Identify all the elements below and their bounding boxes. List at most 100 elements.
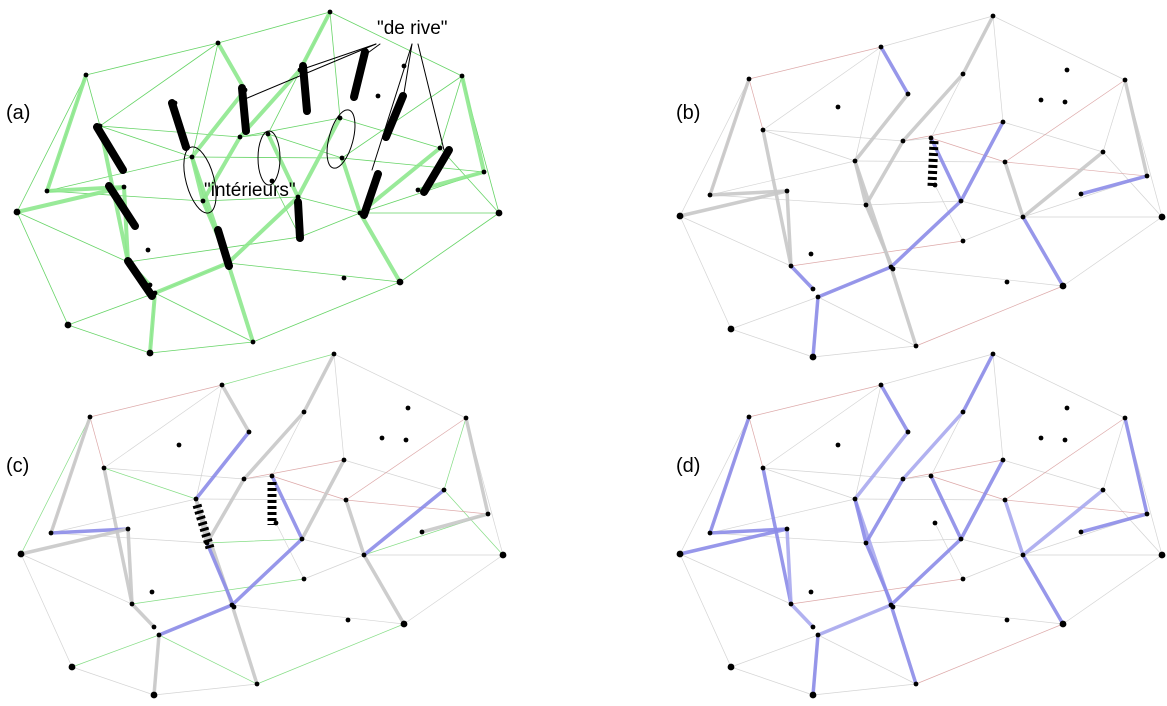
- cable-member: [1004, 499, 1148, 515]
- panel-d-label: (d): [676, 455, 701, 477]
- node: [1062, 437, 1068, 443]
- bar-member: [1079, 174, 1149, 196]
- cable-member: [992, 353, 1126, 419]
- node: [1004, 617, 1010, 623]
- node: [835, 442, 841, 448]
- node: [913, 681, 919, 687]
- cable-member: [85, 42, 219, 76]
- node: [481, 169, 487, 175]
- node: [68, 663, 76, 671]
- cable-member: [443, 417, 467, 491]
- cable-member: [195, 384, 223, 500]
- node: [149, 589, 155, 595]
- cable-member: [730, 328, 814, 358]
- striped-strut-c: [192, 503, 215, 550]
- bar-member: [959, 120, 1005, 203]
- leader-line: [417, 43, 445, 151]
- node: [101, 465, 107, 471]
- node: [788, 601, 794, 607]
- node: [152, 290, 158, 296]
- bar-member: [785, 527, 793, 606]
- cable-member: [890, 604, 1064, 625]
- bar-member: [1123, 416, 1149, 516]
- node: [495, 209, 503, 217]
- node: [241, 476, 247, 482]
- cable-member: [16, 211, 69, 326]
- cable-member: [439, 147, 500, 214]
- node: [361, 552, 367, 558]
- node: [746, 414, 752, 420]
- node: [246, 429, 252, 435]
- bar-member: [864, 203, 895, 271]
- bar-member: [816, 603, 893, 637]
- cable-member: [1002, 121, 1104, 153]
- node: [265, 131, 271, 137]
- cable-member: [131, 578, 305, 605]
- bar-member: [358, 146, 442, 215]
- bar-member: [864, 139, 905, 207]
- bar-member: [157, 603, 234, 637]
- strut-member: [168, 99, 190, 151]
- node: [863, 202, 869, 208]
- cable-member: [217, 11, 331, 44]
- cable-member: [679, 215, 732, 330]
- cable-member: [880, 353, 994, 386]
- node: [231, 604, 237, 610]
- cable-member: [20, 553, 73, 668]
- bar-member: [194, 430, 251, 501]
- cable-member: [345, 499, 489, 515]
- node: [1002, 159, 1008, 165]
- cable-member: [748, 78, 764, 131]
- cable-member: [817, 634, 917, 685]
- cable-member: [762, 129, 904, 142]
- bar-member: [130, 602, 156, 629]
- node: [269, 178, 275, 184]
- cable-member: [790, 578, 964, 605]
- node: [810, 286, 816, 292]
- bar-member: [1021, 215, 1065, 288]
- node: [227, 262, 233, 268]
- node: [1100, 149, 1106, 155]
- cable-member: [16, 74, 87, 213]
- cable-member: [730, 296, 819, 330]
- node: [990, 351, 996, 357]
- panel-a-label: (a): [6, 102, 31, 124]
- node: [878, 44, 884, 50]
- node: [1122, 77, 1128, 83]
- bar-member: [420, 512, 490, 534]
- node: [331, 351, 337, 357]
- node: [485, 511, 491, 517]
- cable-member: [345, 417, 467, 501]
- node: [852, 158, 858, 164]
- cable-member: [1004, 161, 1148, 177]
- node: [83, 72, 89, 78]
- bar-member: [678, 527, 789, 556]
- bar-member: [961, 352, 995, 414]
- cable-member: [854, 384, 882, 500]
- cable-member: [930, 137, 1006, 163]
- node: [1000, 457, 1006, 463]
- node: [1064, 405, 1070, 411]
- cable-member: [256, 623, 405, 685]
- cable-member: [341, 157, 485, 173]
- node: [809, 691, 817, 699]
- node: [297, 234, 303, 240]
- cable-member: [297, 196, 361, 214]
- node: [269, 473, 275, 479]
- node: [1144, 173, 1150, 179]
- bar-member: [15, 185, 126, 214]
- node: [375, 93, 381, 99]
- node: [727, 325, 735, 333]
- node: [125, 259, 131, 265]
- node: [1038, 97, 1044, 103]
- cable-member: [333, 353, 467, 419]
- bar-member: [708, 415, 751, 535]
- node: [129, 601, 135, 607]
- cable-member: [303, 554, 365, 580]
- node: [960, 238, 966, 244]
- striped-strut-b: [927, 140, 939, 187]
- cable-member: [71, 634, 160, 668]
- node: [172, 100, 178, 106]
- cable-member: [153, 683, 258, 696]
- panel-c-label: (c): [6, 455, 30, 477]
